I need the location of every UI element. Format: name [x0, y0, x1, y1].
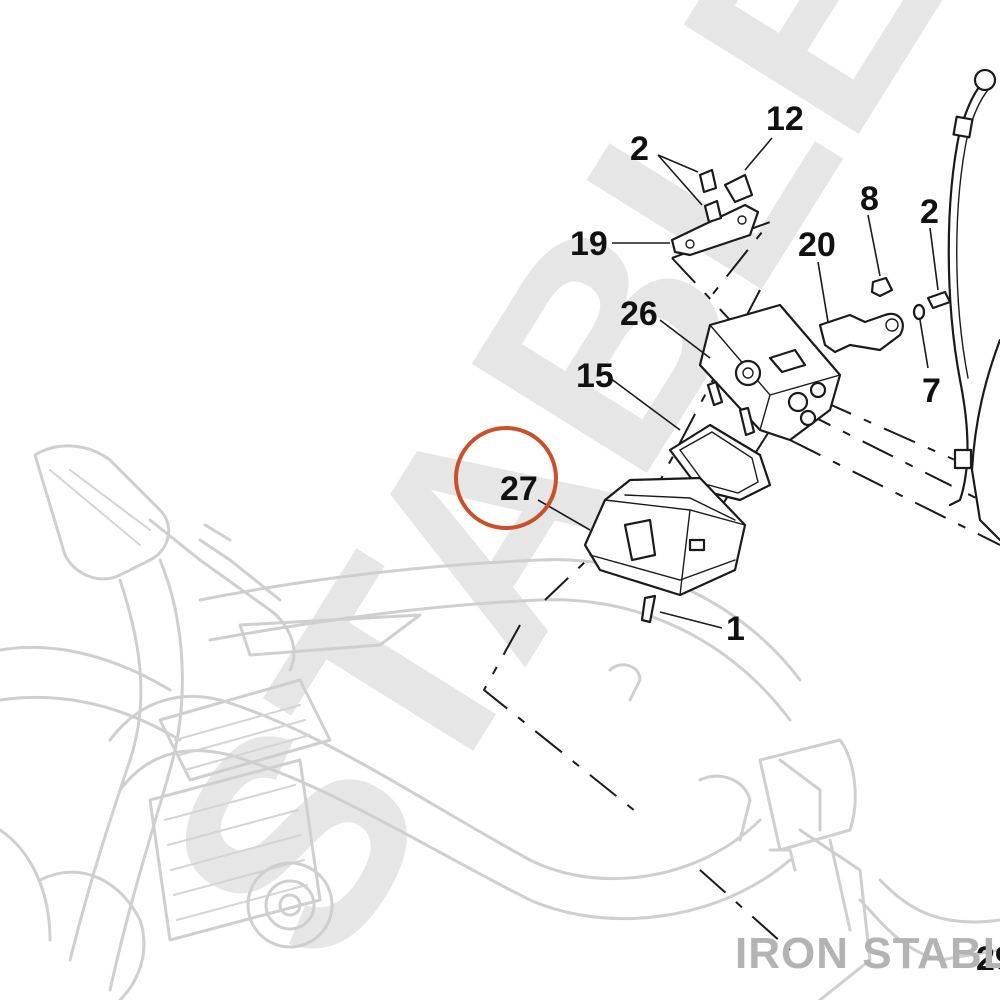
brake-line	[947, 68, 1000, 542]
callout-27: 27	[500, 470, 538, 508]
callout-19: 19	[570, 225, 608, 263]
screw-1	[640, 594, 657, 624]
callout-15: 15	[576, 357, 614, 395]
callout-7: 7	[922, 372, 941, 410]
housing-27	[583, 476, 747, 624]
abs-module-26	[698, 303, 842, 442]
callout-8: 8	[860, 180, 879, 218]
leader-lines	[537, 137, 939, 629]
callout-2-right: 2	[920, 193, 939, 231]
bracket-19	[670, 168, 760, 257]
highlight-ring	[454, 426, 558, 530]
frame-outline	[0, 444, 1000, 1000]
washer-7	[912, 303, 926, 321]
callout-20: 20	[798, 226, 836, 264]
callout-12: 12	[766, 100, 804, 138]
callout-1: 1	[726, 610, 745, 648]
bolt-2c	[926, 290, 952, 310]
bracket-20	[818, 276, 952, 354]
callout-2-left: 2	[630, 130, 649, 168]
brand-watermark: IRON STABLE	[735, 929, 1000, 978]
callout-26: 26	[620, 295, 658, 333]
clip-12	[723, 173, 754, 204]
nut-8	[870, 276, 894, 298]
bolt-2b	[703, 199, 723, 224]
bolt-2a	[698, 168, 718, 194]
callout-29: 29	[976, 940, 1000, 978]
